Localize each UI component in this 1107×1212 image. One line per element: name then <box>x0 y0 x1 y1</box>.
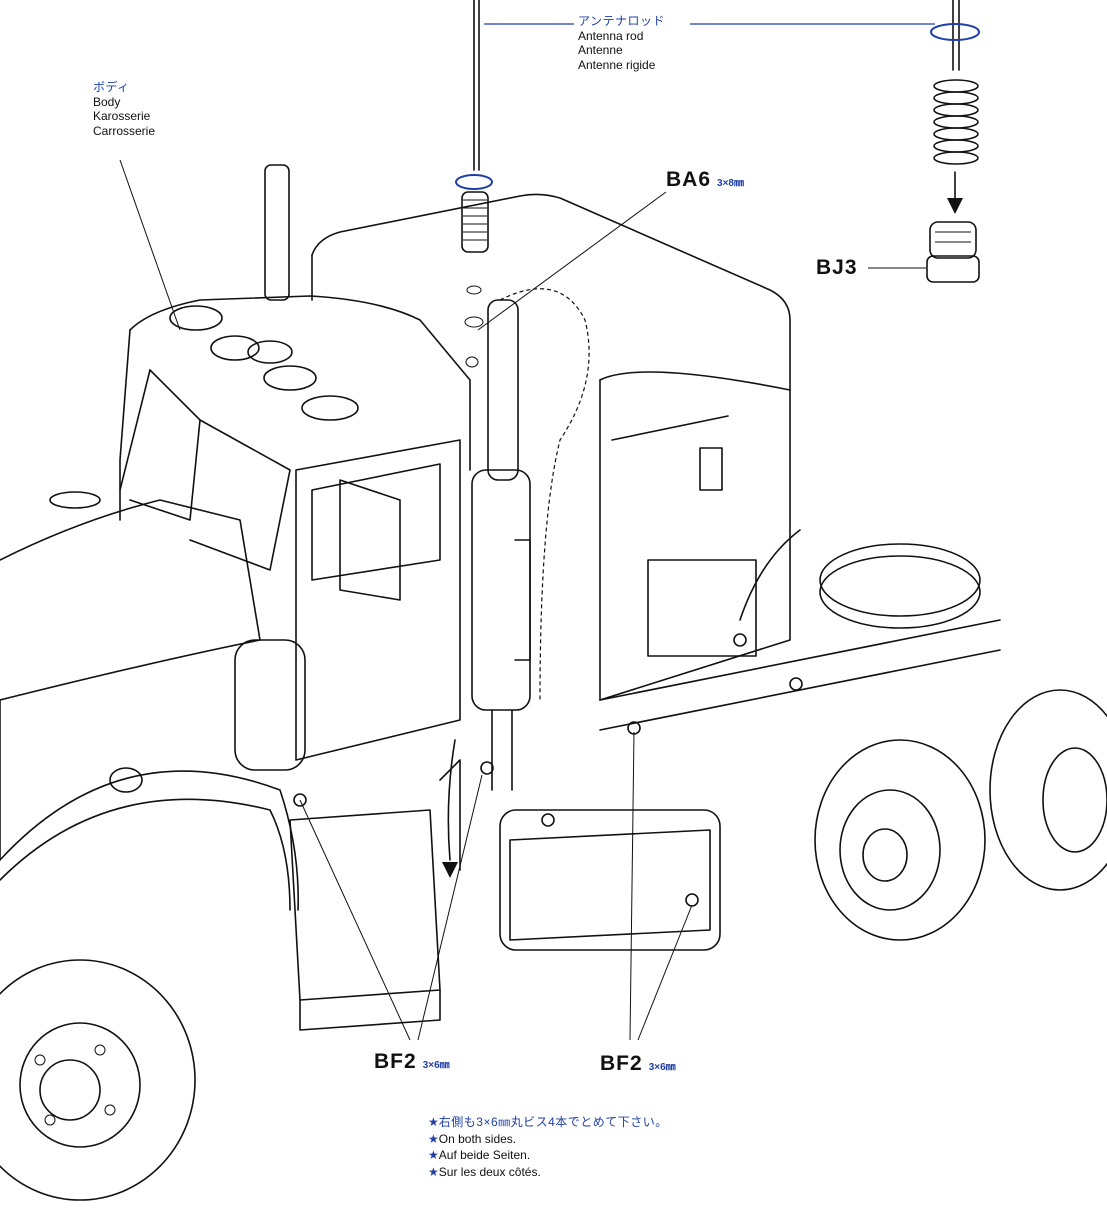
chassis-drawing <box>599 529 1001 731</box>
antenna-rod-label: アンテナロッド Antenna rod Antenne Antenne rigi… <box>578 14 665 73</box>
antenna-rod-label-jp: アンテナロッド <box>578 14 666 28</box>
ba6-leader <box>477 191 667 331</box>
star-icon: ★ <box>428 1148 439 1163</box>
part-bf2-left-callout: BF2 3×6㎜ <box>374 1050 450 1074</box>
part-ba6-callout: BA6 3×8㎜ <box>666 168 744 192</box>
antenna-rod-label-de: Antenne <box>578 43 623 58</box>
note-line-de: ★Auf beide Seiten. <box>428 1147 668 1164</box>
star-icon: ★ <box>428 1115 439 1129</box>
bf2-left-leader-a <box>299 799 411 1041</box>
rear-wheel-1-drawing <box>814 739 986 941</box>
bf2-right-leader-b <box>637 904 693 1041</box>
part-bf2-right-callout: BF2 3×6㎜ <box>600 1052 676 1076</box>
bf2-right-leader-a <box>629 731 635 1041</box>
bf2-left-leader-b <box>417 774 483 1041</box>
body-label: ボディ Body Karosserie Carrosserie <box>93 80 155 139</box>
sleeper-cab-drawing <box>311 193 791 701</box>
part-bf2-right-size: 3×6㎜ <box>648 1062 676 1073</box>
antenna-spring-detail <box>868 0 980 283</box>
exhaust-stack-drawing <box>471 288 590 791</box>
note-de: Auf beide Seiten. <box>438 1148 531 1163</box>
body-label-jp: ボディ <box>93 80 130 94</box>
part-bf2-right-code: BF2 <box>600 1052 643 1075</box>
steps-fuel-tank-drawing <box>289 739 721 1031</box>
hood-fender-drawing <box>0 491 306 911</box>
antenna-rod-label-fr: Antenne rigide <box>578 57 656 72</box>
note-line-fr: ★Sur les deux côtés. <box>428 1164 668 1181</box>
star-icon: ★ <box>428 1131 439 1146</box>
body-label-en: Body <box>93 94 121 109</box>
front-cab-drawing <box>119 164 471 761</box>
note-jp: 右側も3×6㎜丸ビス4本でとめて下さい。 <box>438 1115 668 1129</box>
note-line-jp: ★右側も3×6㎜丸ビス4本でとめて下さい。 <box>428 1114 668 1131</box>
body-leader <box>119 159 181 331</box>
screw-markers <box>293 633 803 907</box>
part-ba6-size: 3×8㎜ <box>717 178 744 189</box>
antenna-rod-label-en: Antenna rod <box>578 28 644 43</box>
antenna-rod-drawing <box>455 0 493 368</box>
star-icon: ★ <box>428 1164 439 1179</box>
note-en: On both sides. <box>438 1131 517 1146</box>
part-bf2-left-code: BF2 <box>374 1050 417 1073</box>
note-fr: Sur les deux côtés. <box>438 1164 541 1179</box>
note-line-en: ★On both sides. <box>428 1131 668 1148</box>
rear-wheel-2-drawing <box>989 689 1107 891</box>
front-wheel-drawing <box>0 959 196 1201</box>
part-bj3-callout: BJ3 <box>816 256 858 280</box>
assembly-note: ★右側も3×6㎜丸ビス4本でとめて下さい。 ★On both sides. ★A… <box>428 1114 668 1180</box>
part-bf2-left-size: 3×6㎜ <box>422 1060 450 1071</box>
body-label-fr: Carrosserie <box>93 123 156 138</box>
part-bj3-code: BJ3 <box>816 256 858 279</box>
body-label-de: Karosserie <box>93 109 151 124</box>
part-ba6-code: BA6 <box>666 168 712 191</box>
